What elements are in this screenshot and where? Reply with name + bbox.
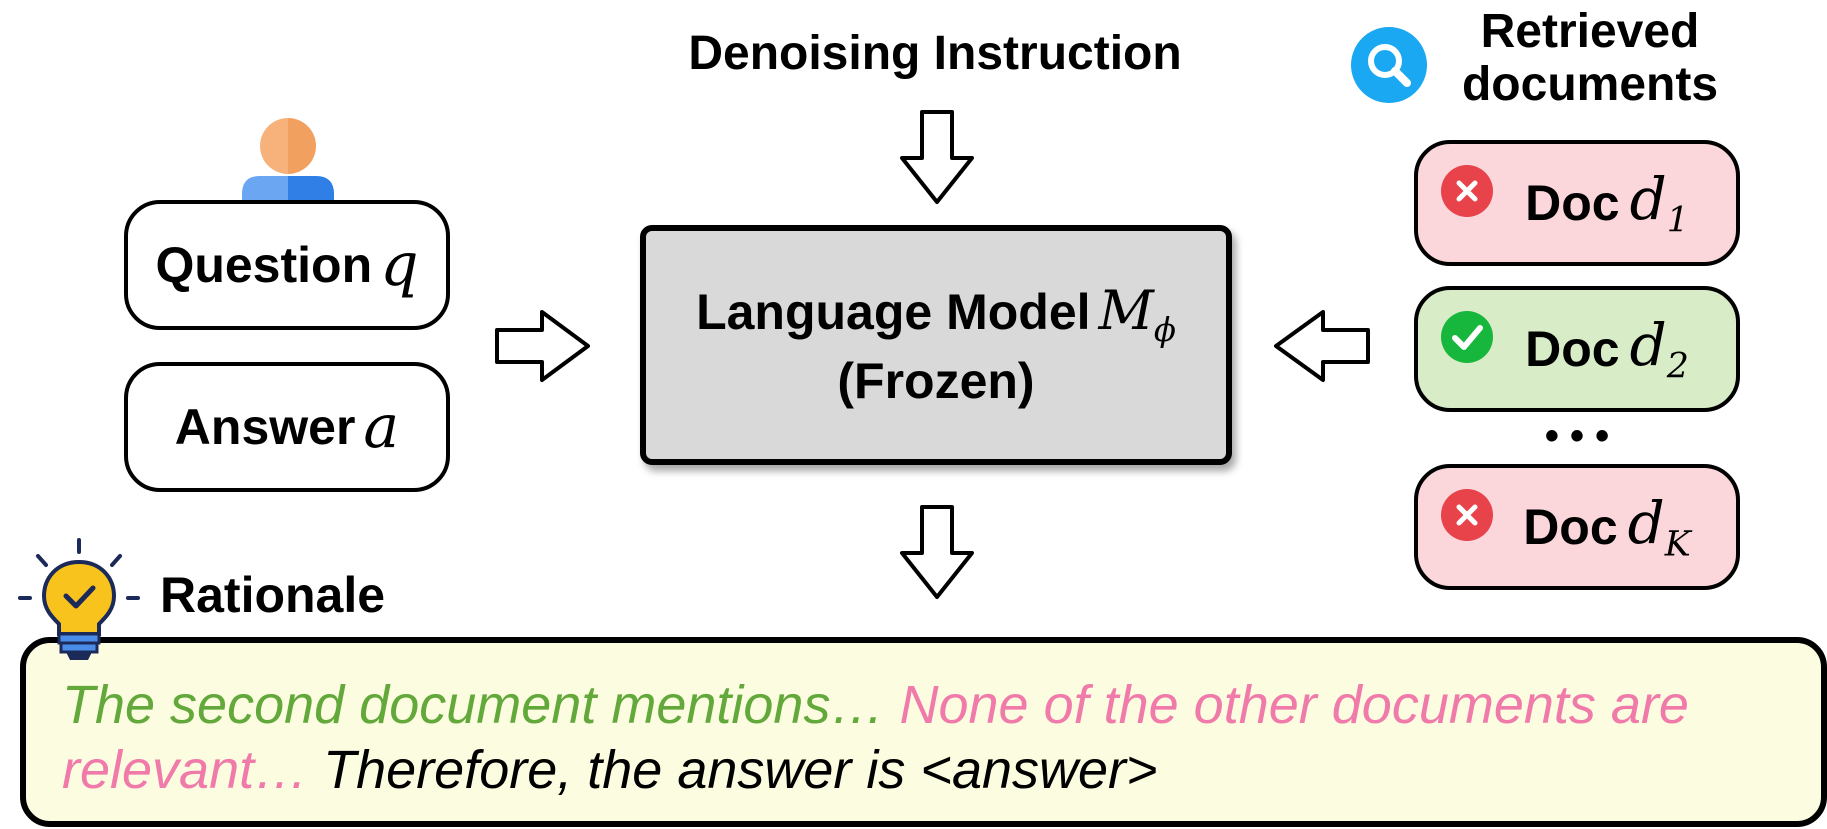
question-label: Question	[155, 237, 373, 293]
instruction-label: Denoising Instruction	[688, 27, 1182, 80]
documents-ellipsis: • • •	[1544, 414, 1610, 458]
rationale-irrelevant-text-cont: relevant…	[62, 739, 309, 800]
arrow-model-to-rationale	[900, 505, 974, 599]
retrieved-heading-line2: documents	[1461, 57, 1719, 111]
arrow-documents-to-model	[1274, 310, 1370, 382]
answer-label: Answer	[174, 399, 356, 455]
rationale-line-1: The second document mentions… None of th…	[62, 673, 1785, 738]
document-2-label: Doc	[1525, 321, 1620, 377]
question-box: Question q	[124, 200, 450, 330]
document-1-label: Doc	[1525, 175, 1620, 231]
rationale-label: Rationale	[160, 567, 386, 623]
rationale-box: The second document mentions… None of th…	[20, 637, 1827, 827]
document-1: Doc d1	[1414, 140, 1740, 266]
rationale-irrelevant-text: None of the other documents are	[899, 675, 1689, 735]
question-variable: q	[380, 230, 419, 300]
x-mark-icon	[1441, 489, 1493, 541]
rationale-relevant-text: The second document mentions…	[62, 675, 885, 735]
rationale-line-2: relevant… Therefore, the answer is <answ…	[62, 738, 1785, 803]
model-symbol: Mϕ	[1098, 279, 1176, 349]
answer-box: Answer a	[124, 362, 450, 492]
document-1-variable: d1	[1629, 165, 1689, 241]
rationale-answer-text: Therefore, the answer is <answer>	[323, 739, 1158, 800]
document-2-variable: d2	[1629, 311, 1689, 387]
lightbulb-icon	[14, 534, 144, 664]
document-k-variable: dK	[1627, 489, 1691, 565]
arrow-inputs-to-model	[495, 310, 590, 382]
search-icon	[1350, 26, 1428, 104]
retrieved-documents-heading: Retrieved documents	[1420, 5, 1760, 112]
check-mark-icon	[1441, 311, 1493, 363]
document-k-label: Doc	[1523, 499, 1618, 555]
model-status: (Frozen)	[837, 353, 1035, 410]
arrow-instruction-to-model	[900, 110, 974, 204]
document-2: Doc d2	[1414, 286, 1740, 412]
x-mark-icon	[1441, 165, 1493, 217]
answer-variable: a	[363, 392, 400, 462]
retrieved-heading-line1: Retrieved	[1480, 5, 1700, 58]
document-k: Doc dK	[1414, 464, 1740, 590]
model-label: Language Model	[696, 284, 1091, 341]
model-subscript: ϕ	[1153, 310, 1176, 349]
